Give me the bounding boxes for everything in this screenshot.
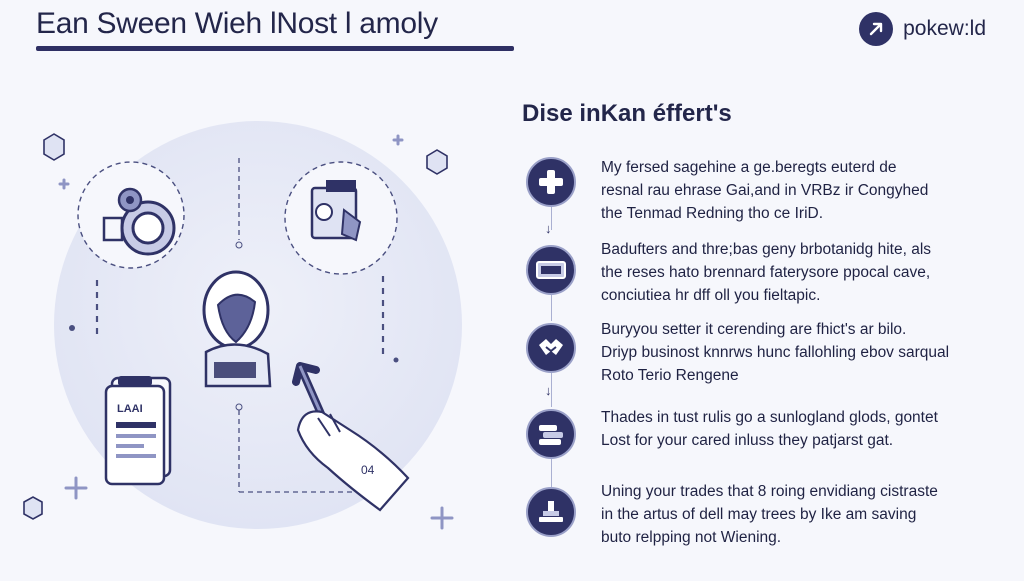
- brand-name: pokew:ld: [903, 17, 986, 40]
- step-4-icon[interactable]: [526, 409, 576, 459]
- step-3-text: Buryyou setter it cerending are fhict's …: [601, 321, 950, 384]
- money-box-icon: [284, 161, 398, 275]
- hand-label: 04: [361, 463, 375, 477]
- page-title: Ean Sween Wieh lNost l amoly: [36, 7, 438, 40]
- step-4-text: Thades in tust rulis go a sunlogland glo…: [601, 409, 938, 449]
- decoration-cubes: [23, 133, 448, 520]
- step-5-icon[interactable]: [526, 487, 576, 537]
- card-icon: [536, 261, 566, 279]
- gears-icon: [77, 161, 185, 269]
- plus-icon: [539, 170, 563, 194]
- step-3-icon[interactable]: [526, 323, 576, 373]
- person-icon: [202, 270, 272, 388]
- step-2-icon[interactable]: [526, 245, 576, 295]
- pedestal-icon: [539, 501, 563, 522]
- arrow-icon: [869, 22, 883, 36]
- hand-arrow-icon: 04: [292, 362, 410, 512]
- step-connector: [551, 459, 552, 487]
- stack-icon: [539, 425, 563, 445]
- document-icon: LAAI: [104, 376, 172, 486]
- step-connector: [551, 373, 552, 407]
- illustration-svg: 04 LAAI: [23, 121, 462, 530]
- step-connector: [551, 206, 552, 230]
- document-label: LAAI: [117, 403, 143, 415]
- step-1-text: My fersed sagehine a ge.beregts euterd d…: [601, 159, 929, 222]
- illustration: 04 LAAI: [0, 100, 500, 576]
- step-1-icon[interactable]: [526, 157, 576, 207]
- brand-logo: [859, 12, 894, 46]
- arrow-down-icon: ↓: [545, 383, 552, 398]
- title-underline: [36, 46, 514, 51]
- brand[interactable]: pokew:ld: [859, 12, 986, 46]
- section-title: Dise inKan éffert's: [522, 100, 732, 127]
- dashed-connectors: [95, 158, 385, 493]
- step-2-text: Badufters and thre;bas geny brbotanidg h…: [601, 241, 932, 304]
- decoration-plus: [58, 134, 454, 530]
- arrow-down-icon: ↓: [545, 221, 552, 236]
- step-connector: [551, 295, 552, 321]
- handshake-icon: [539, 339, 563, 355]
- header: Ean Sween Wieh lNost l amoly: [36, 6, 514, 51]
- step-5-text: Uning your trades that 8 roing envidiang…: [601, 483, 938, 546]
